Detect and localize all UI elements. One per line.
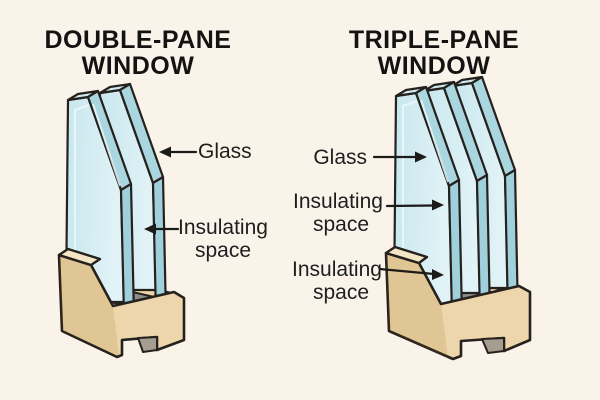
frame-top-edge <box>384 245 429 265</box>
frame-edge-line <box>90 264 114 307</box>
label-insulating-space-line1: Insulating <box>178 216 268 239</box>
glass-pane-1-side-edge <box>447 178 464 318</box>
frame-edge-line <box>418 262 442 305</box>
insulating-1-arrowhead <box>432 199 444 211</box>
double-pane-title-line1: DOUBLE-PANE <box>45 26 232 54</box>
triple-pane-title-line1: TRIPLE-PANE <box>349 26 519 54</box>
frame-left-shading <box>386 253 448 358</box>
glass-arrowhead <box>415 151 427 163</box>
label-insulating-space-2-line2: space <box>313 281 369 304</box>
frame-notch-shadow <box>481 337 505 354</box>
label-glass: Glass <box>313 146 367 169</box>
double-pane-figure: DOUBLE-PANE WINDOW <box>45 26 268 359</box>
window-frame <box>384 245 532 361</box>
triple-pane-figure: TRIPLE-PANE WINDOW <box>292 26 532 361</box>
glass-pane-1-highlight <box>402 99 449 298</box>
label-insulating-space-1-line1: Insulating <box>293 190 383 213</box>
insulating-arrowhead <box>144 223 156 235</box>
insulating-2-leader-line <box>378 267 436 276</box>
double-pane-annotations: Glass Insulating space <box>144 140 268 262</box>
triple-pane-annotations: Glass Insulating space Insulating space <box>292 146 444 304</box>
triple-pane-title-line2: WINDOW <box>378 52 491 80</box>
label-insulating-space-1-line2: space <box>313 213 369 236</box>
glass-pane-1-side-edge <box>119 182 136 318</box>
window-frame <box>57 247 186 359</box>
double-pane-title-line2: WINDOW <box>82 52 195 80</box>
insulating-1-leader-line <box>385 204 436 208</box>
glass-arrowhead <box>159 146 171 158</box>
frame-left-shading <box>59 255 119 356</box>
frame-notch-shadow <box>137 336 158 353</box>
frame-top-edge <box>57 247 102 267</box>
label-insulating-space-line2: space <box>195 239 251 262</box>
insulating-2-arrowhead <box>432 269 444 280</box>
label-insulating-space-2-line1: Insulating <box>292 258 382 281</box>
label-glass: Glass <box>198 140 252 163</box>
glass-pane-1-highlight <box>74 103 121 296</box>
